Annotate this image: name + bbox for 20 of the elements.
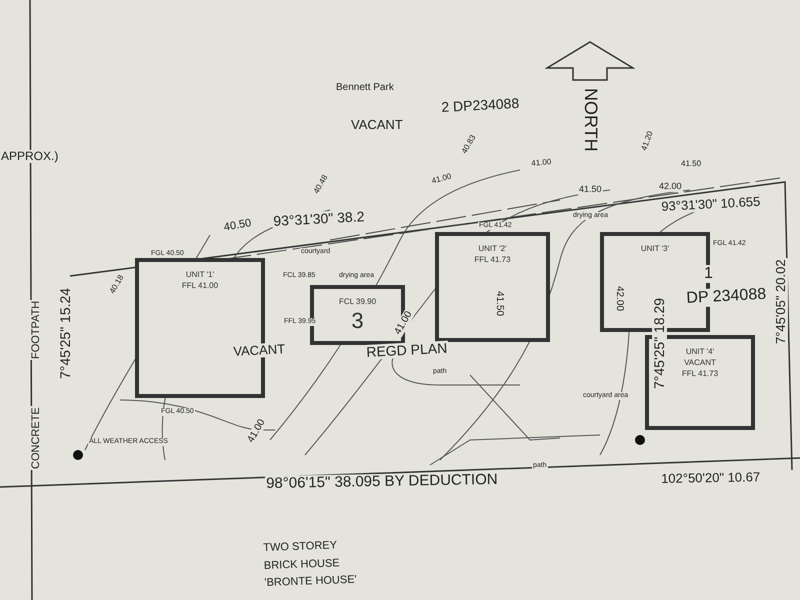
road-label: CONCRETE: [30, 406, 42, 470]
street-name: Bennett Park: [335, 82, 395, 93]
contour-label: 41.50: [680, 160, 702, 169]
contour-label: 41.00: [530, 158, 553, 169]
road-label: FOOTPATH: [30, 300, 42, 360]
bearing-label: 7°45'05" 20.02: [774, 258, 788, 345]
bearing-label: 7°45'25" 15.24: [58, 286, 74, 380]
lot-label: REGD PLAN: [365, 340, 449, 360]
contour-label: 42.00: [614, 285, 625, 312]
area-label: VACANT: [232, 342, 286, 360]
lot-label: DP 234088: [685, 286, 768, 308]
bearing-label: 7°45'25" 18.29: [652, 296, 668, 390]
contour-label: 42.00: [658, 182, 683, 192]
lot-label: VACANT: [350, 118, 404, 132]
bearing-label: 93°31'30" 38.2: [272, 209, 366, 230]
note-text: APPROX.): [0, 150, 60, 164]
bearing-label: 93°31'30" 10.655: [660, 194, 762, 214]
lot-number: 1: [703, 265, 714, 283]
contour-label: 41.50: [494, 290, 505, 318]
contour-label: 41.50: [578, 185, 603, 195]
